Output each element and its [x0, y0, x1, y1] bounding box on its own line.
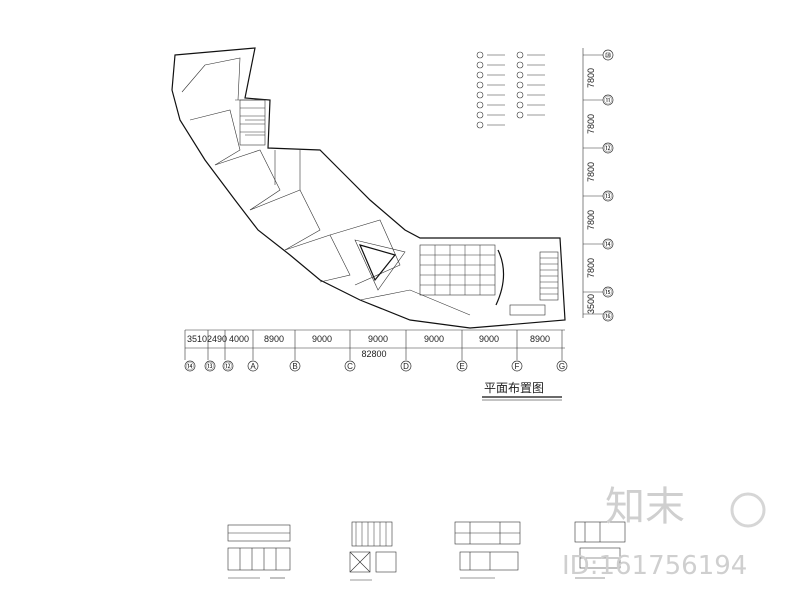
bottom-axis-label: ⑫ — [224, 362, 232, 371]
thumbnail-drawing — [454, 521, 521, 579]
right-dim-3: 7800 — [586, 162, 596, 182]
right-axis-label: ⑭ — [604, 240, 612, 249]
right-dimension-chain: 7800 7800 7800 7800 7800 3500 ⑩ ⑪ ⑫ ⑬ ⑭ … — [582, 48, 614, 322]
right-dim-1: 7800 — [586, 68, 596, 88]
bottom-axis-label: ⑭ — [186, 362, 194, 371]
bottom-dim: 4000 — [229, 334, 249, 344]
right-dim-2: 7800 — [586, 114, 596, 134]
total-dimension: 82800 — [361, 349, 386, 359]
watermark: 知末 ID:161756194 — [562, 484, 766, 581]
right-axis-label: ⑩ — [604, 51, 611, 60]
bottom-axis-label: C — [347, 362, 353, 371]
bottom-axis-label: ⑬ — [206, 362, 214, 371]
watermark-id: ID:161756194 — [562, 551, 747, 581]
bottom-dim: 8900 — [264, 334, 284, 344]
right-axis-label: ⑬ — [604, 192, 612, 201]
bottom-dim: 8900 — [530, 334, 550, 344]
bottom-dim: 2490 — [207, 334, 227, 344]
legend-column-right — [516, 51, 545, 119]
right-axis-markers — [602, 49, 614, 322]
bottom-dim: 9000 — [479, 334, 499, 344]
right-axis-label: ⑮ — [604, 288, 612, 297]
bottom-axis-label: F — [515, 362, 520, 371]
right-dim-5: 7800 — [586, 258, 596, 278]
bottom-axis-label: E — [459, 362, 464, 371]
legend-column-left — [476, 51, 505, 129]
watermark-brand: 知末 — [605, 484, 685, 530]
watermark-logo-icon — [730, 492, 766, 528]
legend — [476, 51, 545, 129]
right-axis-label: ⑫ — [604, 144, 612, 153]
bottom-axis-label: A — [250, 362, 256, 371]
bottom-dim: 9000 — [368, 334, 388, 344]
drawing-title: 平面布置图 — [484, 381, 544, 395]
right-dim-6: 3500 — [586, 294, 596, 314]
thumbnail-drawing — [227, 524, 291, 579]
bottom-dim: 9000 — [424, 334, 444, 344]
bottom-axis-label: G — [559, 362, 565, 371]
right-axis-label: ⑯ — [604, 312, 612, 321]
bottom-axis-label: D — [403, 362, 409, 371]
thumbnail-drawing — [574, 521, 626, 579]
bottom-axis-markers — [184, 360, 568, 372]
bottom-dim: 3510 — [187, 334, 207, 344]
bottom-axis-label: B — [292, 362, 297, 371]
thumbnail-drawing — [349, 521, 397, 581]
bottom-dimension-chain: 3510 2490 4000 8900 9000 9000 9000 9000 … — [184, 329, 568, 372]
floor-plan — [171, 47, 566, 329]
bottom-dim: 9000 — [312, 334, 332, 344]
right-axis-label: ⑪ — [604, 96, 612, 105]
right-dim-4: 7800 — [586, 210, 596, 230]
drawing-title-block: 平面布置图 — [482, 381, 562, 401]
